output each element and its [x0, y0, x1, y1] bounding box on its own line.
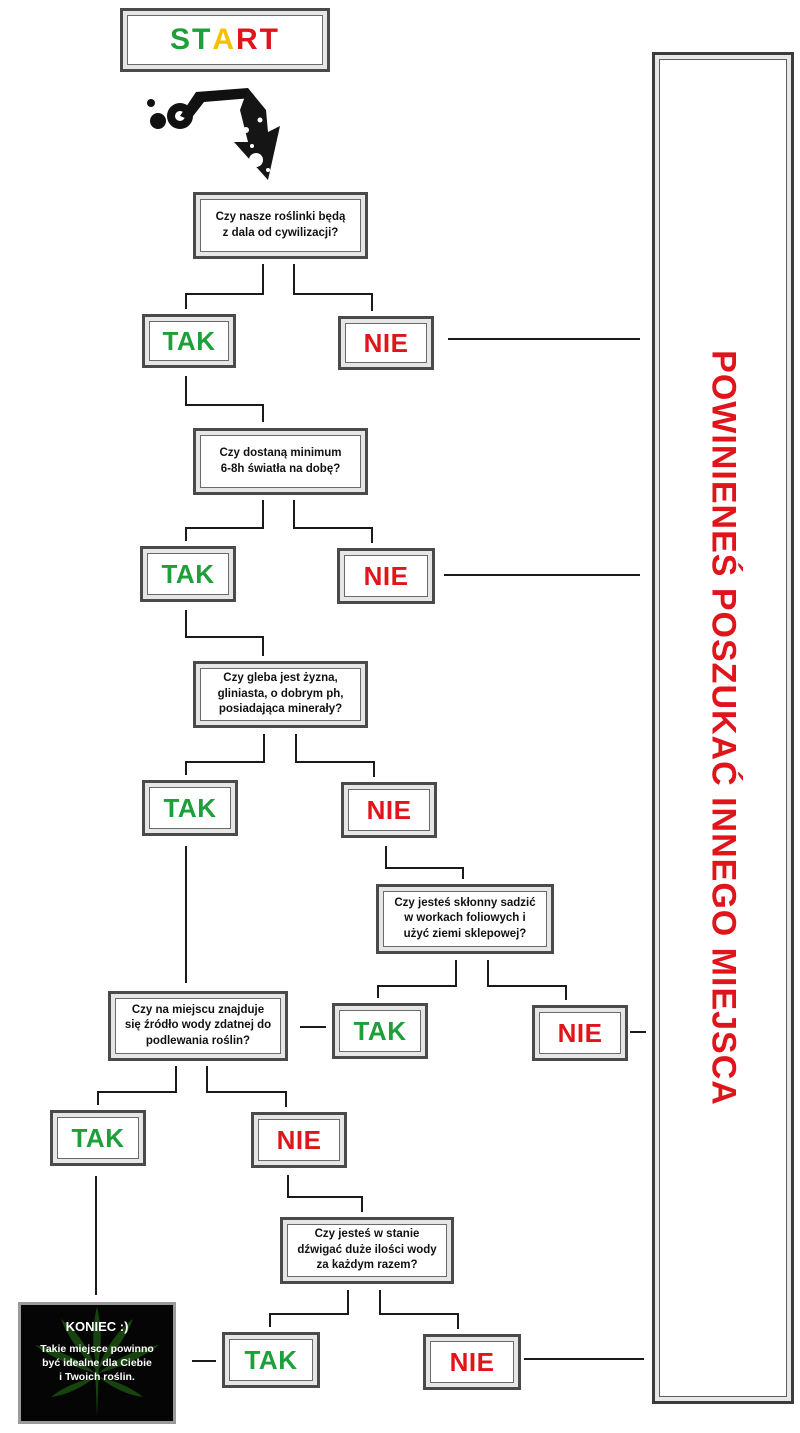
connector-lines — [0, 0, 800, 1433]
